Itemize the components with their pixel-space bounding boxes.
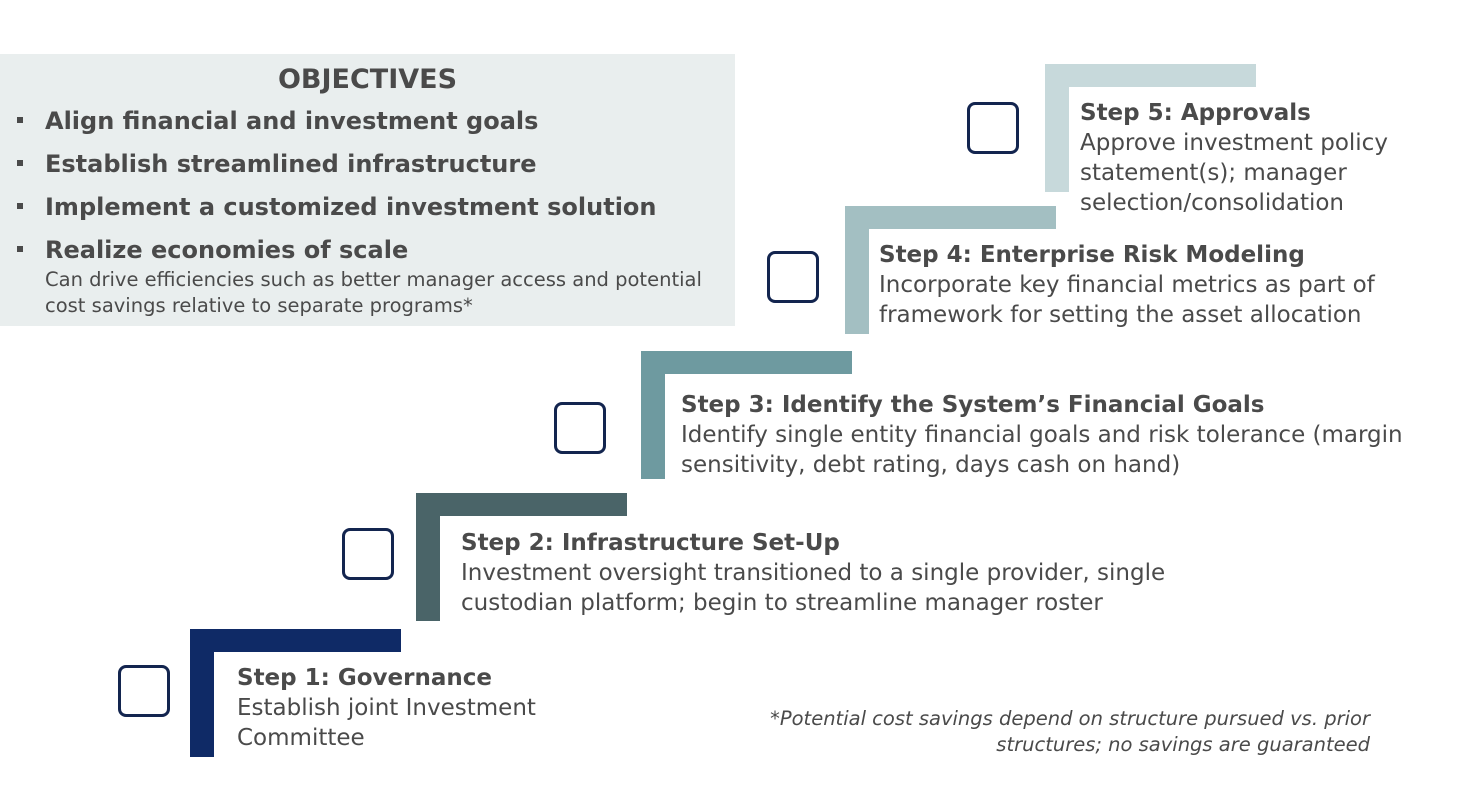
step-1-text: Step 1: Governance Establish joint Inves…	[237, 663, 597, 753]
objectives-list: Align financial and investment goals Est…	[0, 106, 735, 278]
step-2-checkbox[interactable]	[342, 528, 394, 580]
objective-sub-note: Can drive efficiencies such as better ma…	[45, 268, 702, 317]
step-3-bar-horizontal	[641, 351, 852, 374]
step-5-text: Step 5: Approvals Approve investment pol…	[1080, 98, 1440, 218]
step-2-title: Step 2: Infrastructure Set-Up	[461, 530, 840, 556]
bullet-icon	[17, 246, 23, 252]
step-2-text: Step 2: Infrastructure Set-Up Investment…	[461, 528, 1251, 618]
objective-item: Align financial and investment goals	[0, 106, 735, 149]
objectives-panel: OBJECTIVES Align financial and investmen…	[0, 54, 735, 326]
objective-text: Implement a customized investment soluti…	[45, 193, 657, 221]
objective-item: Establish streamlined infrastructure	[0, 149, 735, 192]
step-4-text: Step 4: Enterprise Risk Modeling Incorpo…	[879, 240, 1439, 330]
step-1-title: Step 1: Governance	[237, 665, 492, 691]
objective-text: Establish streamlined infrastructure	[45, 150, 537, 178]
step-3-text: Step 3: Identify the System’s Financial …	[681, 390, 1441, 480]
step-5-title: Step 5: Approvals	[1080, 100, 1311, 126]
objective-text: Realize economies of scale	[45, 236, 409, 264]
step-4-checkbox[interactable]	[767, 251, 819, 303]
objective-item: Implement a customized investment soluti…	[0, 192, 735, 235]
bullet-icon	[17, 160, 23, 166]
step-4-description: Incorporate key financial metrics as par…	[879, 272, 1375, 328]
step-5-checkbox[interactable]	[967, 102, 1019, 154]
bullet-icon	[17, 203, 23, 209]
step-3-description: Identify single entity financial goals a…	[681, 422, 1403, 478]
objectives-title: OBJECTIVES	[277, 64, 458, 95]
step-3-checkbox[interactable]	[554, 402, 606, 454]
step-4-bar-horizontal	[845, 206, 1056, 229]
step-2-bar-horizontal	[416, 493, 627, 516]
step-1-bar-horizontal	[190, 629, 401, 652]
bullet-icon	[17, 117, 23, 123]
step-2-description: Investment oversight transitioned to a s…	[461, 560, 1166, 616]
objective-text: Align financial and investment goals	[45, 107, 539, 135]
step-3-title: Step 3: Identify the System’s Financial …	[681, 392, 1265, 418]
step-1-checkbox[interactable]	[118, 665, 170, 717]
step-5-description: Approve investment policy statement(s); …	[1080, 130, 1388, 216]
step-5-bar-horizontal	[1045, 64, 1256, 87]
step-1-description: Establish joint Investment Committee	[237, 695, 536, 751]
objective-item: Realize economies of scale	[0, 235, 735, 278]
step-4-title: Step 4: Enterprise Risk Modeling	[879, 242, 1305, 268]
footnote: *Potential cost savings depend on struct…	[770, 707, 1370, 756]
